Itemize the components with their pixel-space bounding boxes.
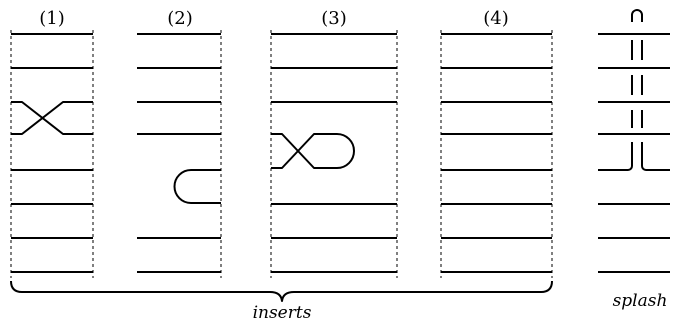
panel-1: [10, 30, 94, 278]
panel-3-curl: [271, 133, 355, 169]
panel-3-label: (3): [321, 8, 347, 29]
panel-1-crossing-over: [11, 101, 93, 135]
inserts-label: inserts: [253, 303, 312, 323]
panel-2: [137, 30, 222, 278]
splash-label: splash: [613, 291, 668, 311]
panel-2-cap: [173, 169, 221, 204]
splash-top-arch: [631, 9, 643, 22]
panel-1-crossing-under: [11, 101, 93, 135]
splash-left-hook: [598, 142, 633, 171]
panel-2-label: (2): [167, 8, 193, 29]
panel-1-label: (1): [39, 8, 65, 29]
panel-4: [440, 30, 553, 278]
splash: [598, 9, 670, 273]
inserts-brace: [10, 280, 553, 302]
panel-4-label: (4): [483, 8, 509, 29]
panel-3: [270, 30, 398, 278]
splash-right-hook: [641, 142, 670, 171]
